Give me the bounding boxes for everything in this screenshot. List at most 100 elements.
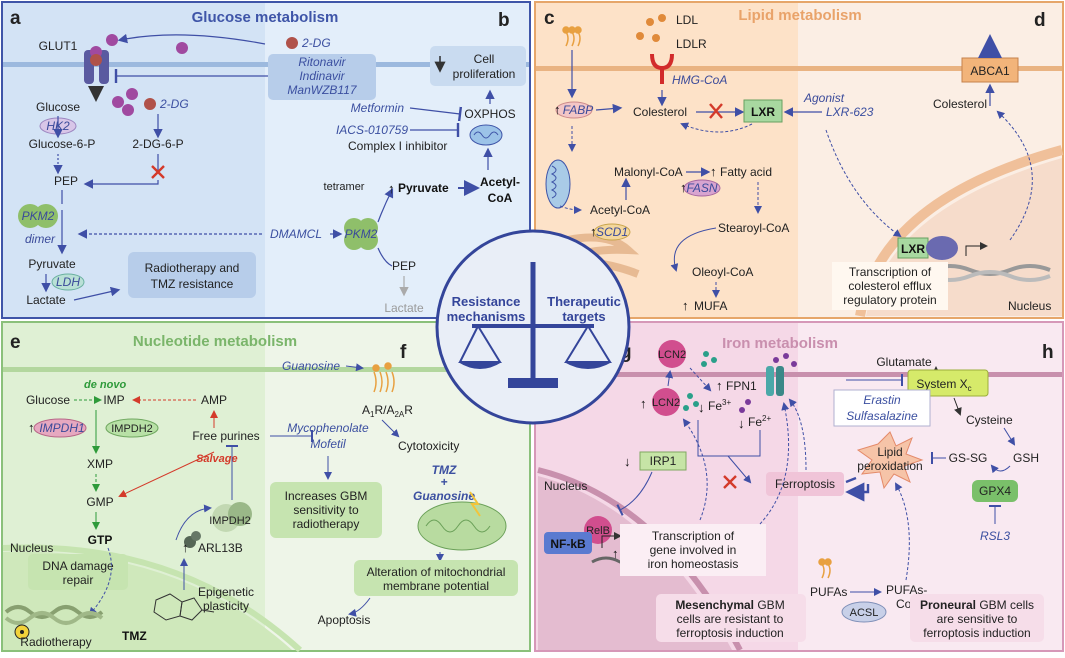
colesterol-label: Colesterol xyxy=(633,105,687,119)
panel-label-h: h xyxy=(1042,342,1054,363)
pyruvate-label-right: Pyruvate xyxy=(398,181,449,195)
system-xc-label: System Xc xyxy=(916,377,971,393)
sensitivity-line2: sensitivity to xyxy=(293,503,359,517)
epigenetic-line1: Epigenetic xyxy=(198,585,254,599)
abca1-box xyxy=(961,57,1019,83)
tmz-combo-line2: + xyxy=(440,475,447,489)
mito-potential-box xyxy=(354,560,518,596)
fe2-label: Fe2+ xyxy=(748,414,771,429)
scd1-enzyme: SCD1 xyxy=(596,225,628,239)
drug-sulfasalazine: Sulfasalazine xyxy=(846,409,918,423)
lcn2-bottom-label: LCN2 xyxy=(652,397,680,409)
dimer-label: dimer xyxy=(25,232,56,246)
svg-text:↑: ↑ xyxy=(680,180,687,195)
impdh2-protein-icon xyxy=(212,502,252,532)
center-balance: Resistance mechanisms Therapeutic target… xyxy=(435,229,631,425)
pufas-coa-line1: PUFAs- xyxy=(886,583,927,597)
title-glucose: Glucose metabolism xyxy=(192,9,339,26)
fatty-acid-label: Fatty acid xyxy=(720,165,772,179)
colesterol-label-right: Colesterol xyxy=(933,97,987,111)
malonyl-coa-label: Malonyl-CoA xyxy=(614,165,683,179)
ferroptosis-label: Ferroptosis xyxy=(775,477,835,491)
transcription-line2: colesterol efflux xyxy=(848,279,931,293)
svg-text:↑: ↑ xyxy=(590,224,597,239)
abca1-label: ABCA1 xyxy=(970,64,1010,78)
ferroptosis-box xyxy=(766,472,844,496)
glut1-label: GLUT1 xyxy=(39,39,78,53)
mesenchymal-box xyxy=(656,594,806,642)
tmz-combo-line1: TMZ xyxy=(432,463,457,477)
oxphos-label: OXPHOS xyxy=(464,107,515,121)
apoptosis-label: Apoptosis xyxy=(318,613,371,627)
svg-text:↑: ↑ xyxy=(28,420,35,435)
nucleus-label-lipid: Nucleus xyxy=(1008,299,1051,313)
ldl-label: LDL xyxy=(676,13,698,27)
gs-sg-label: GS-SG xyxy=(949,451,988,465)
drug-metformin: Metformin xyxy=(351,101,405,115)
panel-label-d: d xyxy=(1034,10,1046,31)
2dg-molecule-icon xyxy=(286,37,298,49)
lipid-content: LDL LDLR HMG-CoA ↑ FABP Colesterol LXR A… xyxy=(545,13,1064,317)
svg-text:↑: ↑ xyxy=(182,540,189,555)
acsl-enzyme: ACSL xyxy=(850,607,879,619)
drug-rsl3: RSL3 xyxy=(980,529,1010,543)
receptor-a1: A xyxy=(362,403,370,417)
rxr-icon xyxy=(926,236,958,260)
gmp-label: GMP xyxy=(86,495,113,509)
resistance-line1: Radiotherapy and xyxy=(145,261,240,275)
svg-text:↓: ↓ xyxy=(624,454,631,469)
pep-label-right: PEP xyxy=(392,259,416,273)
pep-label: PEP xyxy=(54,174,78,188)
cytotoxicity-label: Cytotoxicity xyxy=(398,439,459,453)
mesenchymal-line3: ferroptosis induction xyxy=(676,626,783,640)
svg-text:↑: ↑ xyxy=(388,181,395,196)
pkm2-dimer-icon xyxy=(18,204,58,228)
lactate-label-left: Lactate xyxy=(26,293,66,307)
pkm2-tetramer-icon xyxy=(344,218,378,250)
iron-transcription-box xyxy=(620,524,766,576)
lipid-peroxidation-line1: Lipid xyxy=(877,445,902,459)
nucleotide-content: Guanosine A1R/A2AR Cytotoxicity Glucose … xyxy=(2,359,518,653)
proneural-box xyxy=(910,594,1044,642)
transcription-box xyxy=(832,262,948,310)
drug-mycophenolate: Mycophenolate xyxy=(287,421,369,435)
resistance-line2: TMZ resistance xyxy=(151,277,234,291)
pyruvate-label-left: Pyruvate xyxy=(28,257,76,271)
imp-label: IMP xyxy=(103,393,124,407)
lxr-box xyxy=(743,99,783,123)
title-iron: Iron metabolism xyxy=(722,335,838,352)
mitochondria-icon xyxy=(469,124,503,146)
sensitivity-line1: Increases GBM xyxy=(285,489,368,503)
salvage-label: Salvage xyxy=(196,453,238,465)
panel-label-b: b xyxy=(498,10,510,31)
stearoyl-coa-label: Stearoyl-CoA xyxy=(718,221,789,235)
gpx4-box xyxy=(972,480,1018,502)
inhibition-x-icon xyxy=(151,165,165,179)
sensitivity-line3: radiotherapy xyxy=(293,517,360,531)
lcn2-top-label: LCN2 xyxy=(658,349,686,361)
drug-indinavir: Indinavir xyxy=(299,69,345,83)
tmz-label: TMZ xyxy=(122,629,147,643)
pkm2-label-left: PKM2 xyxy=(22,209,55,223)
impdh1-enzyme: IMPDH1 xyxy=(39,421,84,435)
drug-erastin: Erastin xyxy=(863,393,901,407)
epigenetic-line2: plasticity xyxy=(203,599,249,613)
glucose-6-p-label: Glucose-6-P xyxy=(29,137,96,151)
drug-mofetil: Mofetil xyxy=(310,437,346,451)
tmz-combo-line3: Guanosine xyxy=(413,489,475,503)
gtp-label: GTP xyxy=(88,533,113,547)
xmp-label: XMP xyxy=(87,457,113,471)
proneural-line3: ferroptosis induction xyxy=(923,626,1030,640)
resistance-mechanisms-line2: mechanisms xyxy=(447,309,526,324)
mufa-label: MUFA xyxy=(694,299,727,313)
lipid-receptor-icon xyxy=(562,26,582,47)
nucleus-label-iron: Nucleus xyxy=(544,479,587,493)
mesenchymal-line1: Mesenchymal GBM xyxy=(675,598,784,612)
gbm-sensitivity-box xyxy=(270,482,382,538)
arl13b-label: ARL13B xyxy=(198,541,243,555)
svg-text:↑: ↑ xyxy=(716,378,723,393)
drug-guanosine: Guanosine xyxy=(282,359,340,373)
tmz-resistance-box xyxy=(128,252,256,298)
transcription-line1: Transcription of xyxy=(849,265,932,279)
